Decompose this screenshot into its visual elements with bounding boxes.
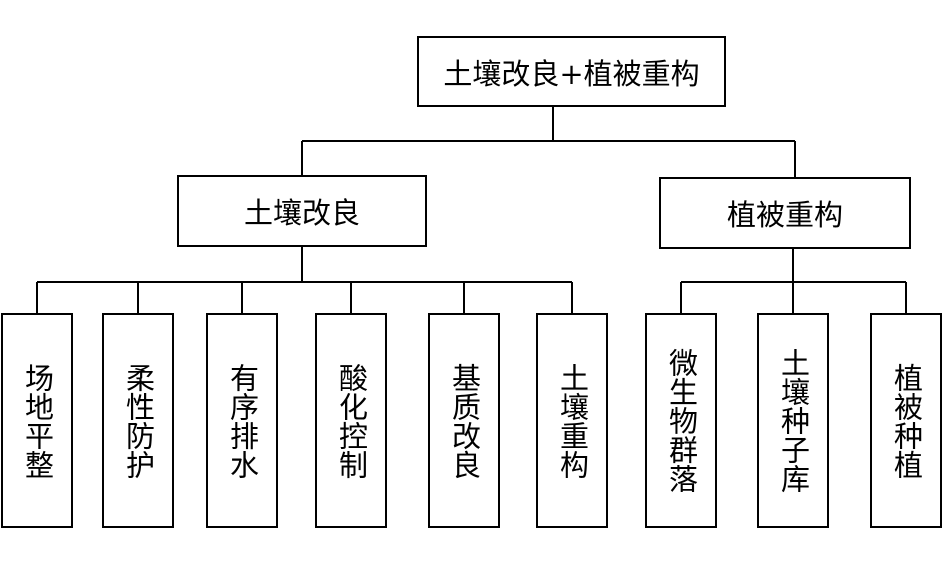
branch-soil-improvement: 土壤改良 (177, 175, 427, 247)
leaf-soil-seed-bank: 土壤种子库 (757, 313, 829, 528)
leaf-acidification-control: 酸化控制 (315, 313, 387, 528)
leaf-soil-reconstruction: 土壤重构 (536, 313, 608, 528)
leaf-orderly-drainage: 有序排水 (206, 313, 278, 528)
root-node: 土壤改良+植被重构 (417, 36, 726, 107)
leaf-flexible-protection: 柔性防护 (102, 313, 174, 528)
leaf-site-leveling: 场地平整 (1, 313, 73, 528)
leaf-microbial-community: 微生物群落 (645, 313, 717, 528)
branch-vegetation-reconstruction: 植被重构 (659, 177, 911, 249)
leaf-substrate-improvement: 基质改良 (428, 313, 500, 528)
leaf-vegetation-planting: 植被种植 (870, 313, 942, 528)
